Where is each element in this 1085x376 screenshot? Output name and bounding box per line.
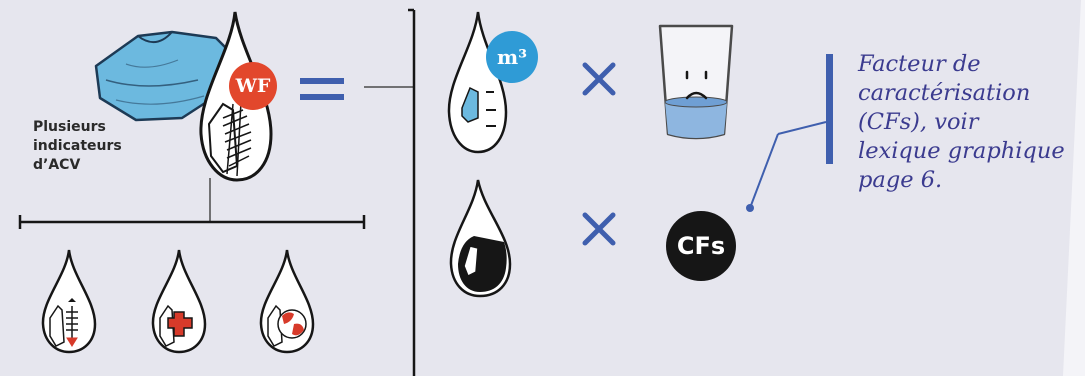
- indicators-label-line-2: indicateurs: [33, 138, 122, 154]
- paper-edge: [1063, 0, 1085, 376]
- sad-water-glass-icon: [658, 24, 734, 140]
- indicators-label-line-3: d’ACV: [33, 157, 81, 173]
- multiply-icon-bottom: [582, 212, 616, 246]
- indicators-label: Plusieurs indicateurs d’ACV: [33, 118, 183, 175]
- cf-caption-line-2: caractérisation: [858, 80, 1031, 106]
- caption-accent-bar: [826, 54, 833, 164]
- cf-caption: Facteur de caractérisation (CFs), voir l…: [858, 50, 1065, 195]
- m3-badge: m³: [486, 31, 538, 83]
- red-cross-icon: [151, 249, 207, 354]
- cf-caption-line-1: Facteur de: [858, 51, 981, 77]
- indicators-bracket: [18, 178, 366, 229]
- equals-icon: [300, 78, 344, 100]
- wf-badge: WF: [229, 62, 277, 110]
- cf-caption-line-4: lexique graphique: [858, 138, 1065, 164]
- main-bracket: [364, 8, 416, 376]
- fish-skeleton-icon: [41, 249, 97, 354]
- cfs-badge: CFs: [666, 211, 736, 281]
- globe-icon: [259, 249, 315, 354]
- indicators-label-line-1: Plusieurs: [33, 119, 106, 135]
- cropped-circle-outline: [146, 0, 186, 10]
- cf-caption-line-5: page 6.: [858, 167, 943, 193]
- black-water-drop-icon: [449, 179, 512, 298]
- volume-drop-icon: [447, 11, 508, 154]
- callout-line: [746, 121, 827, 212]
- cf-caption-line-3: (CFs), voir: [858, 109, 979, 135]
- multiply-icon-top: [582, 62, 616, 96]
